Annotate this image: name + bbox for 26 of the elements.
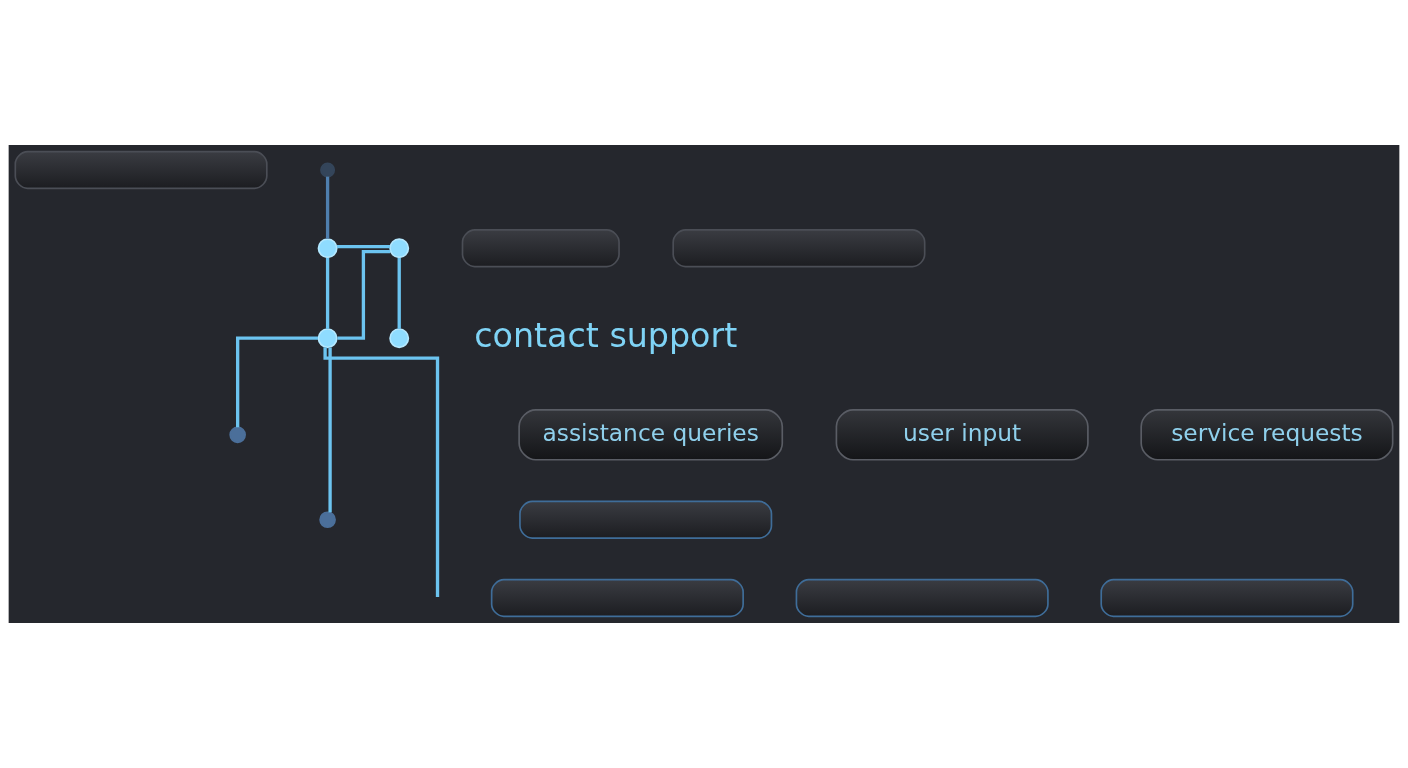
- node-circle: [389, 238, 410, 259]
- node-bar: [490, 578, 744, 618]
- node-bar: [672, 229, 926, 268]
- node-bar: [14, 150, 268, 190]
- node-box: assistance queries: [518, 409, 784, 461]
- node-circle: [319, 511, 336, 529]
- label: contact support: [474, 315, 738, 355]
- connector: [325, 257, 330, 329]
- connector: [336, 244, 391, 249]
- node-circle: [317, 328, 338, 349]
- node-bar: [461, 229, 620, 268]
- node-circle: [317, 238, 338, 259]
- node-box: service requests: [1140, 409, 1394, 461]
- node-box: user input: [835, 409, 1089, 461]
- node-circle: [229, 426, 246, 444]
- connector: [337, 249, 391, 340]
- connector: [236, 336, 318, 428]
- node-circle: [389, 328, 410, 349]
- connector: [325, 176, 330, 239]
- node-bar: [795, 578, 1049, 618]
- connector: [328, 347, 332, 513]
- node-bar: [1100, 578, 1354, 618]
- node-circle: [320, 162, 336, 178]
- node-bar: [519, 500, 773, 539]
- connector: [323, 347, 440, 597]
- connector: [397, 257, 401, 329]
